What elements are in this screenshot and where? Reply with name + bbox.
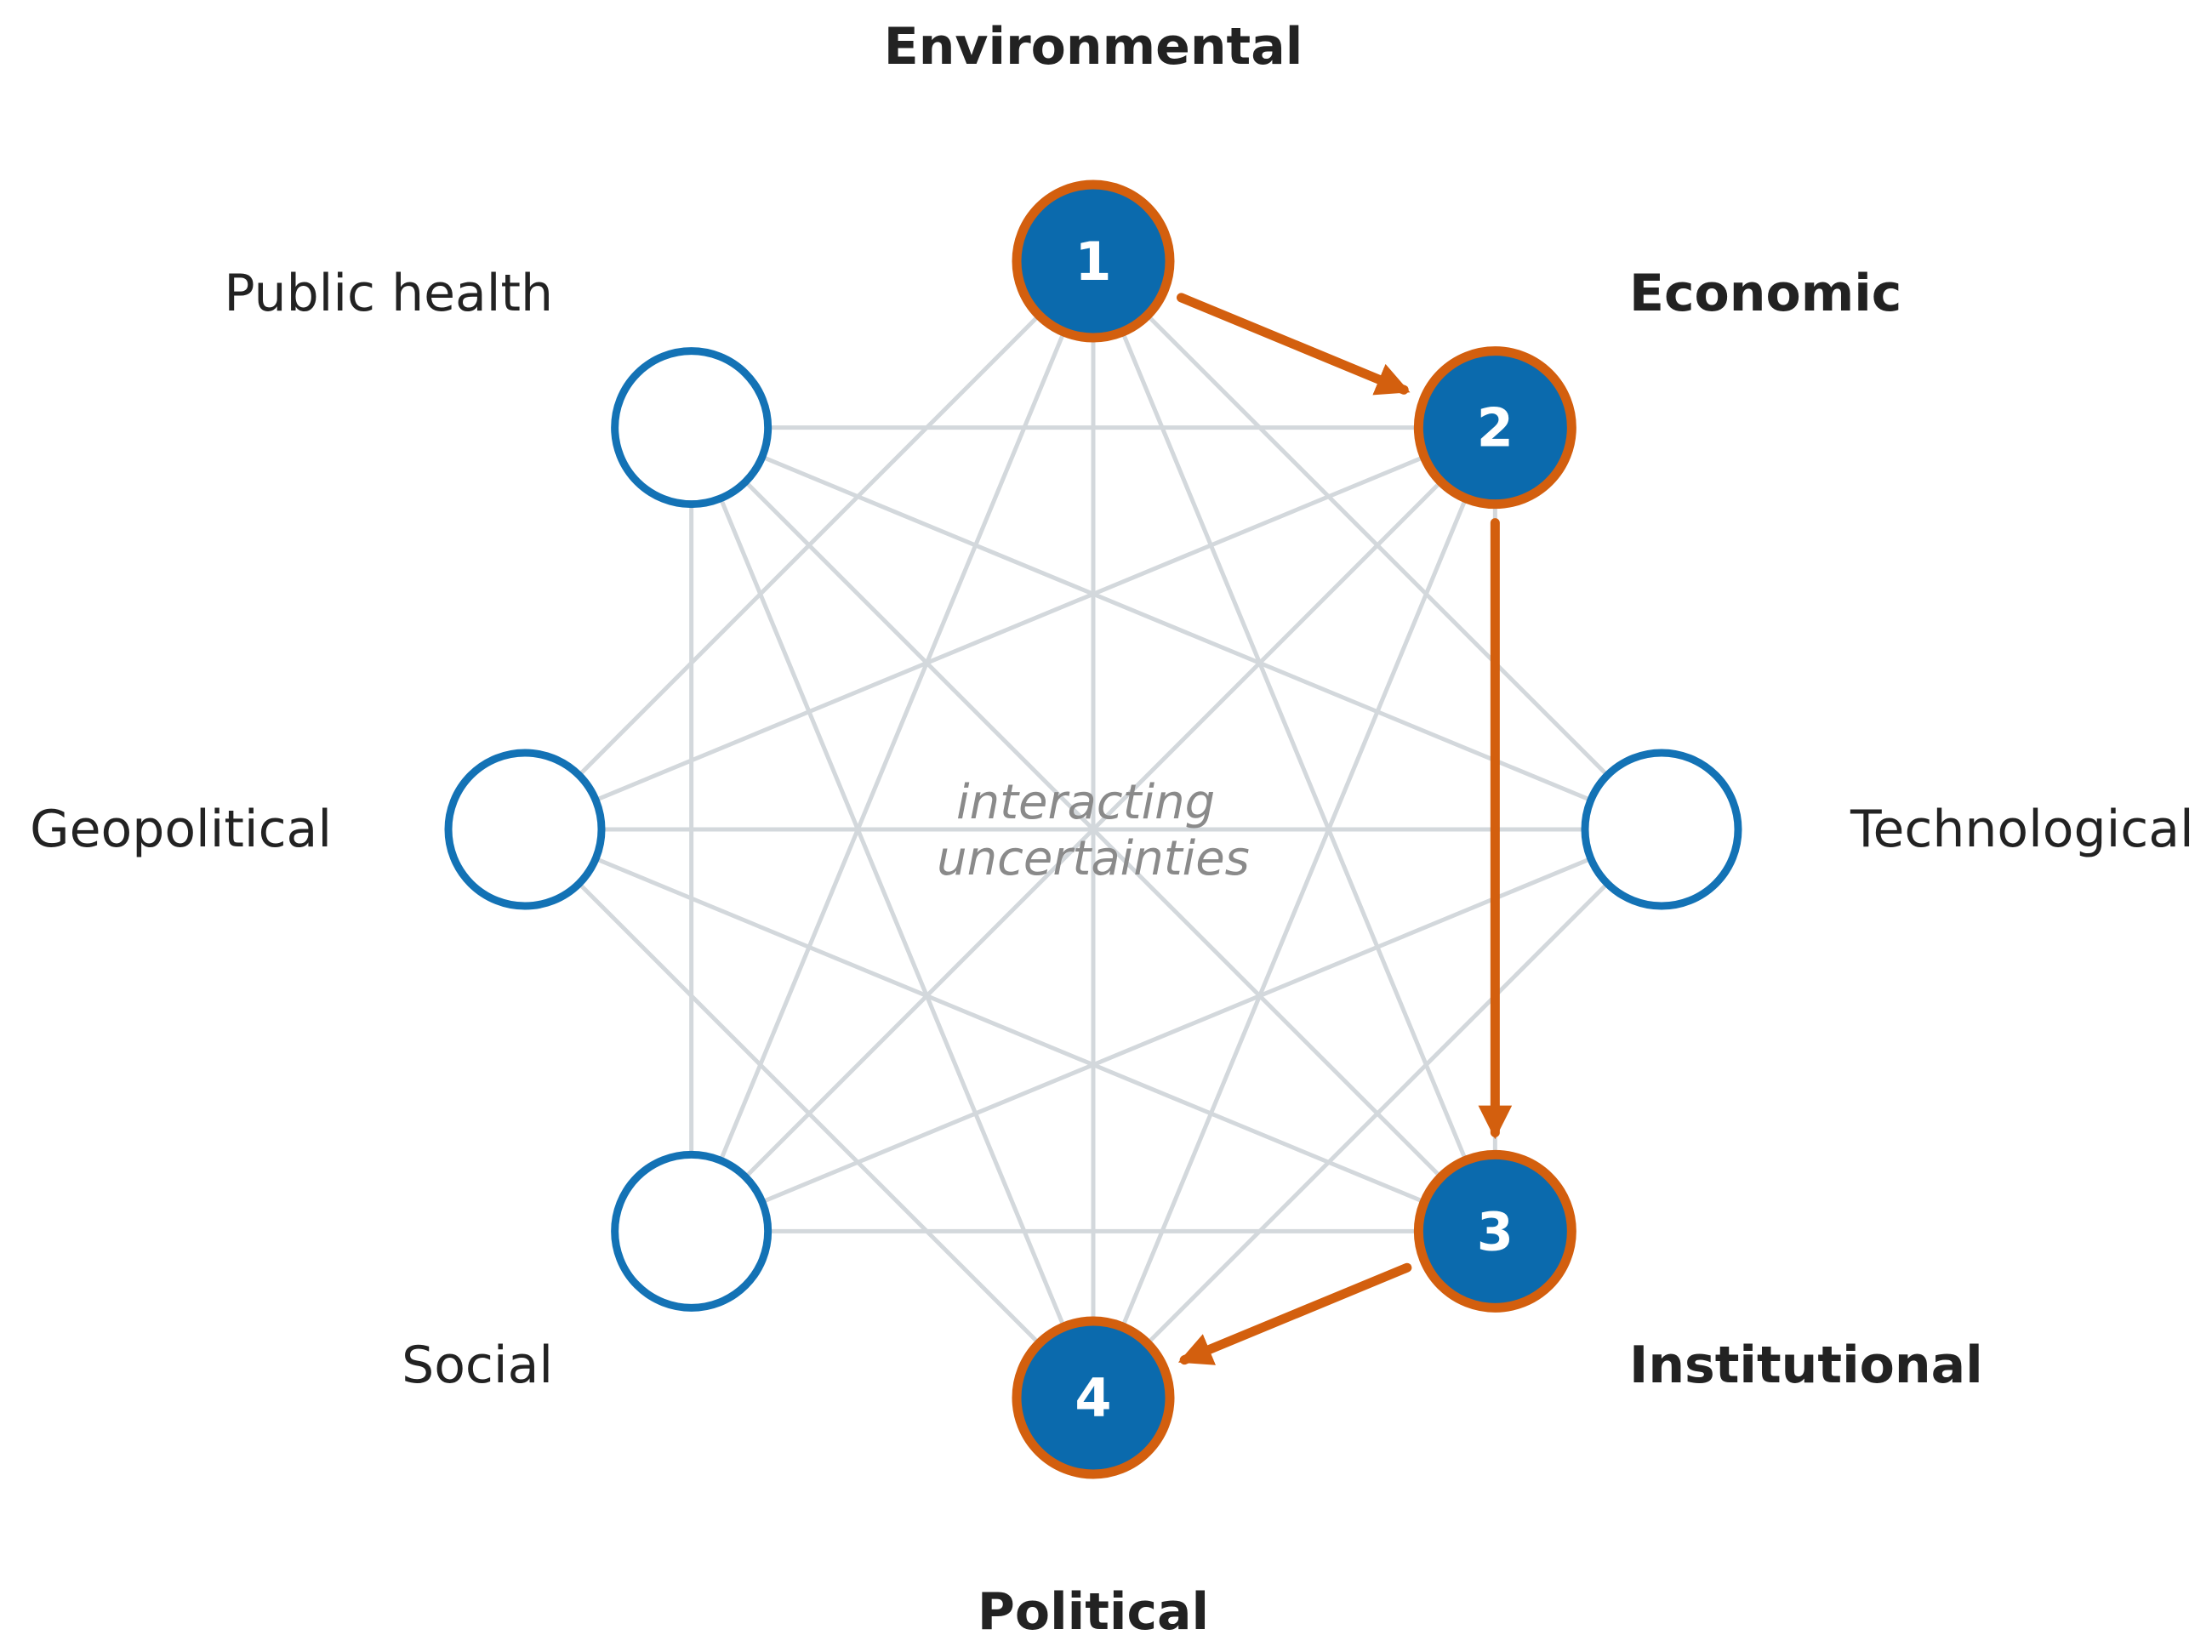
node-labels: EnvironmentalEconomicTechnologicalInstit… [30,17,2194,1642]
edge-environmental-institutional [1120,331,1468,1162]
label-economic: Economic [1629,264,1901,323]
pathway-arrow-environmental-to-economic [1176,293,1411,396]
node-circle-institutional [1413,1149,1576,1313]
node-institutional: 3 [1413,1149,1576,1313]
node-social [611,1150,772,1312]
edge-political-geopolitical [577,881,1041,1346]
label-social: Social [402,1336,553,1395]
node-circle-public-health [611,347,772,509]
node-circle-geopolitical [444,749,606,910]
node-number-institutional: 3 [1477,1200,1514,1262]
edge-political-public-health [718,497,1066,1328]
node-economic: 2 [1413,346,1576,510]
label-technological: Technological [1850,800,2194,859]
node-public-health [611,347,772,509]
label-environmental: Environmental [884,17,1303,77]
node-technological [1581,749,1742,910]
node-number-economic: 2 [1477,397,1514,459]
label-public-health: Public health [224,264,553,323]
edge-environmental-social [718,331,1066,1162]
pathway-arrow-institutional-to-political [1177,1262,1412,1365]
node-political: 4 [1012,1316,1175,1479]
node-geopolitical [444,749,606,910]
uncertainty-nodes: 1 2 3 4 [444,179,1742,1479]
label-geopolitical: Geopolitical [30,800,332,859]
edge-economic-political [1120,497,1468,1328]
node-circle-environmental [1012,179,1175,343]
node-circle-technological [1581,749,1742,910]
edge-institutional-geopolitical [595,857,1426,1205]
node-circle-social [611,1150,772,1312]
center-label-line-2: uncertainties [937,831,1250,886]
label-political: Political [978,1582,1209,1642]
node-number-environmental: 1 [1075,231,1111,293]
pathway-arrows [1176,293,1513,1365]
node-circle-economic [1413,346,1576,510]
node-number-political: 4 [1075,1367,1111,1429]
edge-economic-geopolitical [595,454,1426,802]
node-environmental: 1 [1012,179,1175,343]
center-label-line-1: interacting [956,775,1215,830]
node-circle-political [1012,1316,1175,1479]
center-label: interacting uncertainties [937,775,1250,886]
edge-technological-social [761,857,1592,1205]
edge-technological-public-health [761,454,1592,802]
label-institutional: Institutional [1629,1336,1983,1395]
edge-institutional-public-health [744,480,1443,1179]
